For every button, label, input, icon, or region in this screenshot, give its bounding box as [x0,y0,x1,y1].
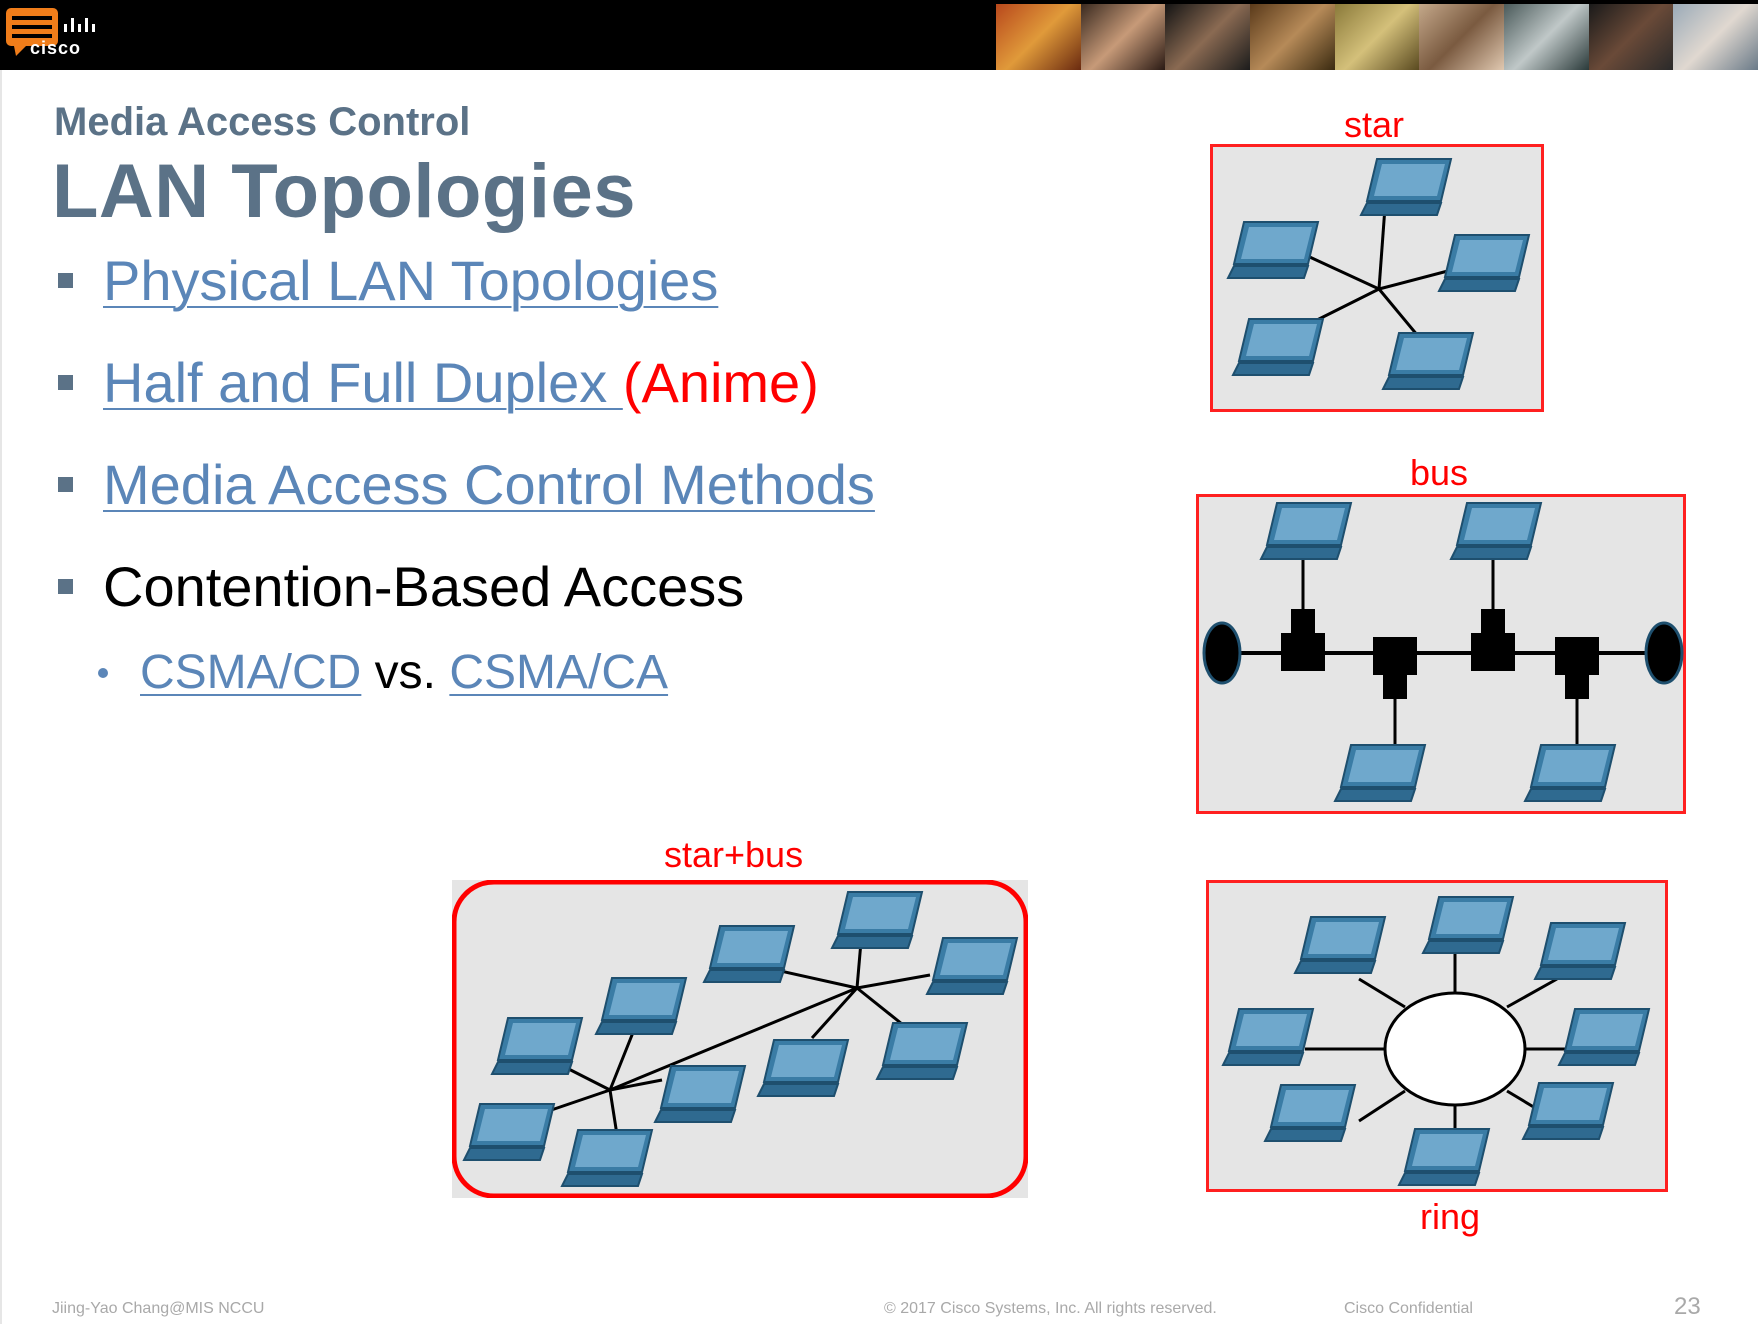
laptop-icon [1222,1008,1314,1066]
bullet-media-access-control-methods: Media Access Control Methods [58,452,875,517]
section-supertitle: Media Access Control [54,100,471,144]
laptop-icon [1534,922,1626,980]
contention-based-access-text: Contention-Based Access [103,555,745,618]
laptop-icon [1227,221,1319,279]
laptop-icon [1438,234,1530,292]
sub-bullet-csma: CSMA/CD vs. CSMA/CA [98,645,668,700]
laptop-icon [491,1017,583,1075]
footer-copyright: © 2017 Cisco Systems, Inc. All rights re… [884,1300,1217,1317]
laptop-icon [1524,744,1616,802]
footer-author: Jiing-Yao Chang@MIS NCCU [52,1300,265,1317]
ring-icon [1383,991,1527,1107]
laptop-icon [831,891,923,949]
laptop-icon [561,1129,653,1187]
laptop-icon [1398,1128,1490,1186]
laptop-icon [1558,1008,1650,1066]
banner-photo-strip [996,4,1758,70]
cisco-logo-text: cisco [30,38,82,58]
cisco-bars-icon [64,18,95,32]
laptop-icon [1264,1084,1356,1142]
star-topology-diagram [1210,144,1544,412]
link-csma-cd[interactable]: CSMA/CD [140,646,362,699]
laptop-icon [1422,896,1514,954]
laptop-icon [876,1022,968,1080]
page-number: 23 [1674,1293,1701,1320]
laptop-icon [463,1103,555,1161]
laptop-icon [1232,318,1324,376]
bullet-dot-icon [98,667,108,678]
slide-frame [0,70,1758,1324]
laptop-icon [757,1039,849,1097]
anime-label: (Anime) [622,351,819,414]
chat-bubble-icon[interactable] [4,6,64,58]
laptop-icon [1334,744,1426,802]
laptop-icon [654,1065,746,1123]
bullet-half-full-duplex: Half and Full Duplex (Anime) [58,350,819,415]
terminator-icon [1644,621,1684,685]
bullet-square-icon [58,273,73,288]
caption-star-bus: star+bus [664,834,804,875]
link-half-full-duplex[interactable]: Half and Full Duplex [103,351,623,414]
laptop-icon [1360,158,1452,216]
bullet-square-icon [58,375,73,390]
bullet-square-icon [58,477,73,492]
footer-confidential: Cisco Confidential [1344,1300,1473,1317]
laptop-icon [1522,1082,1614,1140]
laptop-icon [1450,502,1542,560]
bullet-square-icon [58,579,73,594]
versus-text: vs. [361,646,450,699]
link-csma-ca[interactable]: CSMA/CA [449,646,669,699]
link-physical-lan-topologies[interactable]: Physical LAN Topologies [103,249,719,312]
caption-star: star [1344,104,1405,145]
laptop-icon [1294,916,1386,974]
caption-bus: bus [1410,452,1469,493]
bus-topology-diagram [1196,494,1686,814]
page-title: LAN Topologies [52,149,636,234]
terminator-icon [1202,621,1242,685]
star-bus-topology-diagram [452,880,1028,1198]
caption-ring: ring [1420,1196,1481,1237]
laptop-icon [595,977,687,1035]
bullet-physical-lan-topologies: Physical LAN Topologies [58,248,718,313]
link-media-access-control-methods[interactable]: Media Access Control Methods [103,453,875,516]
laptop-icon [703,925,795,983]
laptop-icon [926,937,1018,995]
top-banner: cisco [0,0,1758,70]
bullet-contention-based-access: Contention-Based Access [58,554,744,619]
ring-topology-diagram [1206,880,1668,1192]
laptop-icon [1382,332,1474,390]
laptop-icon [1260,502,1352,560]
